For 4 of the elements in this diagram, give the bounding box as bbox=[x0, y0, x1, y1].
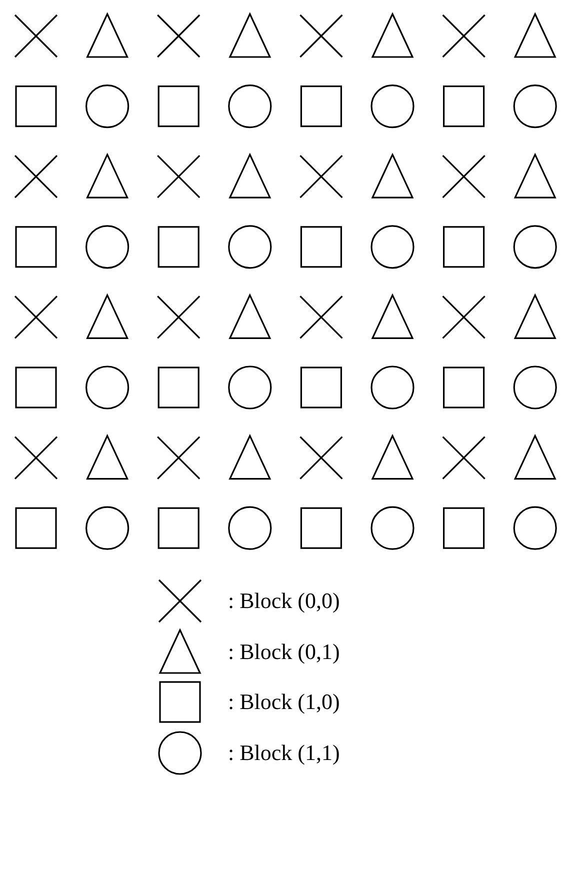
legend-label: : Block (0,0) bbox=[228, 588, 340, 614]
legend-label: : Block (1,1) bbox=[228, 740, 340, 766]
legend-label: : Block (0,1) bbox=[228, 638, 340, 664]
legend-label: : Block (1,0) bbox=[228, 689, 340, 715]
